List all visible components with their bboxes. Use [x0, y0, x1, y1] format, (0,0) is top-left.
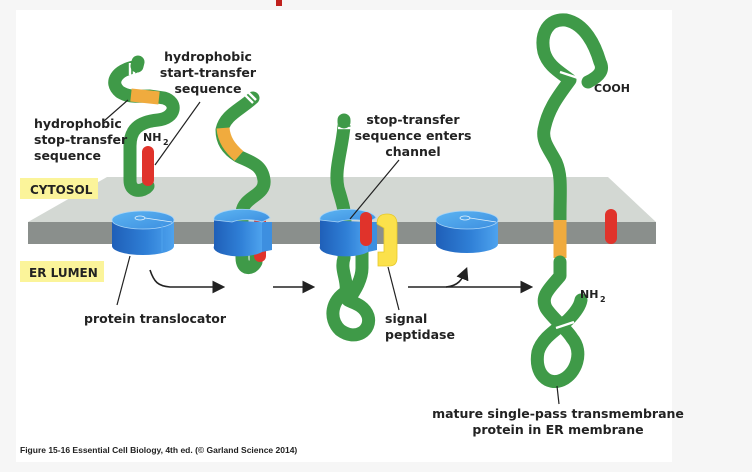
label-stop-enters-channel: stop-transfer sequence enters channel — [355, 112, 472, 159]
label-mature-protein: mature single-pass transmembrane protein… — [432, 406, 684, 437]
svg-text:NH: NH — [580, 288, 598, 301]
svg-text:start-transfer: start-transfer — [160, 65, 257, 80]
svg-text:sequence: sequence — [34, 148, 101, 163]
svg-text:peptidase: peptidase — [385, 327, 455, 342]
leader-stop-enters — [349, 159, 400, 220]
translocator-3 — [319, 208, 377, 257]
translocator-2 — [213, 208, 272, 257]
svg-text:sequence: sequence — [174, 81, 241, 96]
svg-text:NH: NH — [143, 131, 161, 144]
label-protein-translocator: protein translocator — [84, 311, 227, 326]
mature-protein — [530, 13, 608, 388]
svg-text:CYTOSOL: CYTOSOL — [30, 183, 93, 197]
signal-peptidase-shape — [376, 213, 398, 267]
svg-text:ER LUMEN: ER LUMEN — [29, 266, 98, 280]
label-signal-peptidase: signal peptidase — [385, 311, 455, 342]
svg-text:sequence enters: sequence enters — [355, 128, 472, 143]
leader-start-transfer — [154, 101, 201, 166]
translocator-1 — [111, 210, 175, 255]
stage-1-polypeptide — [108, 55, 180, 197]
leader-translocator — [116, 255, 131, 306]
svg-text:stop-transfer: stop-transfer — [34, 132, 128, 147]
cytosol-label: CYTOSOL — [20, 178, 98, 199]
step-arrow-1 — [149, 269, 226, 294]
svg-text:hydrophobic: hydrophobic — [34, 116, 122, 131]
label-start-transfer: hydrophobic start-transfer sequence — [160, 49, 257, 96]
svg-text:stop-transfer: stop-transfer — [366, 112, 460, 127]
leader-mature-protein — [556, 385, 560, 405]
translocator-4 — [435, 210, 499, 253]
svg-text:2: 2 — [600, 295, 606, 304]
figure-caption: Figure 15-16 Essential Cell Biology, 4th… — [20, 445, 297, 455]
label-cooh: COOH — [594, 82, 630, 95]
header-color-mark — [276, 0, 282, 6]
stage-3-polypeptide — [326, 113, 376, 342]
label-stop-transfer: hydrophobic stop-transfer sequence — [34, 116, 128, 163]
label-nh2-bottom: NH 2 — [580, 288, 606, 304]
leader-signal-peptidase — [387, 266, 400, 311]
svg-text:2: 2 — [163, 138, 169, 147]
svg-text:channel: channel — [385, 144, 440, 159]
svg-text:signal: signal — [385, 311, 427, 326]
er-lumen-label: ER LUMEN — [20, 261, 104, 282]
label-nh2-top: NH 2 — [143, 131, 169, 147]
svg-text:mature single-pass transmembra: mature single-pass transmembrane — [432, 406, 684, 421]
leader-stop-transfer — [103, 99, 129, 122]
translocator-release-arrow — [445, 267, 469, 288]
svg-text:hydrophobic: hydrophobic — [164, 49, 252, 64]
svg-text:protein in ER membrane: protein in ER membrane — [472, 422, 643, 437]
